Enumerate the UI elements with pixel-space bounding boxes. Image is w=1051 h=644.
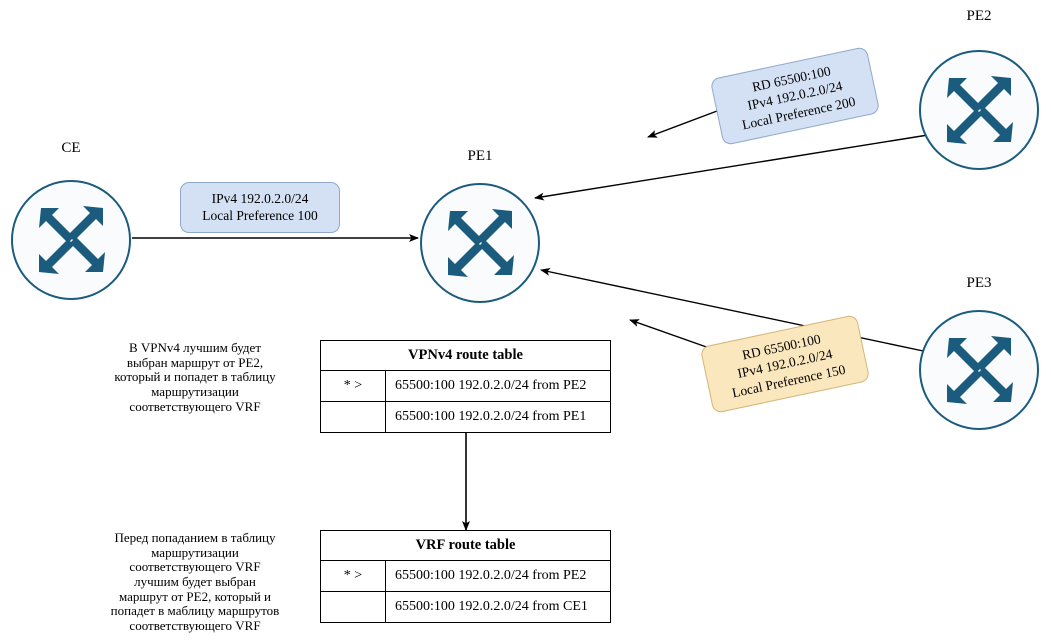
edge-pe2-to-pe1 (534, 134, 929, 201)
annotation-line: соответствующего VRF (129, 398, 261, 414)
annotation-line: Перед попаданием в таблицу (114, 530, 276, 545)
callout-pe2-advert: RD 65500:100 IPv4 192.0.2.0/24 Local Pre… (709, 46, 881, 146)
callout-ce-advert: IPv4 192.0.2.0/24 Local Preference 100 (180, 182, 340, 233)
annotation-vrf-note: Перед попаданием в таблицу маршрутизации… (65, 530, 325, 634)
table-row: 65500:100 192.0.2.0/24 from CE1 (320, 591, 611, 623)
node-label-pe2: PE2 (966, 8, 992, 24)
route-entry: 65500:100 192.0.2.0/24 from CE1 (385, 591, 611, 623)
table-row: * > 65500:100 192.0.2.0/24 from PE2 (320, 560, 611, 592)
annotation-line: маршрутизации (151, 544, 239, 560)
table-row: 65500:100 192.0.2.0/24 from PE1 (320, 401, 611, 433)
annotation-vpnv4-note: В VPNv4 лучшим будет выбран маршрут от P… (65, 340, 325, 414)
best-path-flag (320, 591, 386, 623)
annotation-line: маршрут от PE2, который и (118, 588, 271, 604)
vrf-route-table: VRF route table * > 65500:100 192.0.2.0/… (320, 530, 611, 623)
node-ce[interactable] (11, 180, 131, 300)
route-entry: 65500:100 192.0.2.0/24 from PE2 (385, 560, 611, 592)
vrf-table-title: VRF route table (320, 530, 611, 561)
node-label-ce: CE (61, 140, 81, 156)
router-arrows-icon (947, 336, 1013, 404)
best-path-flag: * > (320, 560, 386, 592)
node-label-pe3: PE3 (966, 275, 992, 291)
best-path-flag (320, 401, 386, 433)
route-entry: 65500:100 192.0.2.0/24 from PE1 (385, 401, 611, 433)
annotation-line: маршрутизации (151, 384, 239, 400)
annotation-line: лучшим будет выбран (134, 574, 256, 590)
annotation-line: соответствующего VRF (129, 618, 261, 634)
annotation-line: В VPNv4 лучшим будет (128, 340, 261, 355)
annotation-line: который и попадет в таблицу (114, 369, 276, 385)
vpnv4-route-table: VPNv4 route table * > 65500:100 192.0.2.… (320, 340, 611, 433)
router-arrows-icon (947, 76, 1013, 144)
node-pe3[interactable] (919, 310, 1039, 430)
table-row: * > 65500:100 192.0.2.0/24 from PE2 (320, 370, 611, 402)
best-path-flag: * > (320, 370, 386, 402)
node-pe2[interactable] (919, 50, 1039, 170)
router-disc (11, 180, 131, 300)
table-title-row: VPNv4 route table (320, 340, 611, 371)
callout-line: IPv4 192.0.2.0/24 (211, 191, 309, 206)
table-title-row: VRF route table (320, 530, 611, 561)
annotation-line: попадет в маблицу маршрутов (110, 603, 280, 619)
annotation-line: соответствующего VRF (129, 559, 261, 575)
router-arrows-icon (39, 206, 105, 274)
router-arrows-icon (448, 209, 514, 277)
node-pe1[interactable] (420, 183, 540, 303)
callout-line: Local Preference 100 (202, 208, 318, 224)
leader-pe2-callout (647, 107, 726, 138)
route-entry: 65500:100 192.0.2.0/24 from PE2 (385, 370, 611, 402)
vpnv4-table-title: VPNv4 route table (320, 340, 611, 371)
leader-pe3-callout (629, 319, 716, 351)
annotation-line: выбран маршрут от PE2, (126, 354, 264, 370)
callout-pe3-advert: RD 65500:100 IPv4 192.0.2.0/24 Local Pre… (699, 314, 871, 414)
node-label-pe1: PE1 (467, 148, 493, 164)
